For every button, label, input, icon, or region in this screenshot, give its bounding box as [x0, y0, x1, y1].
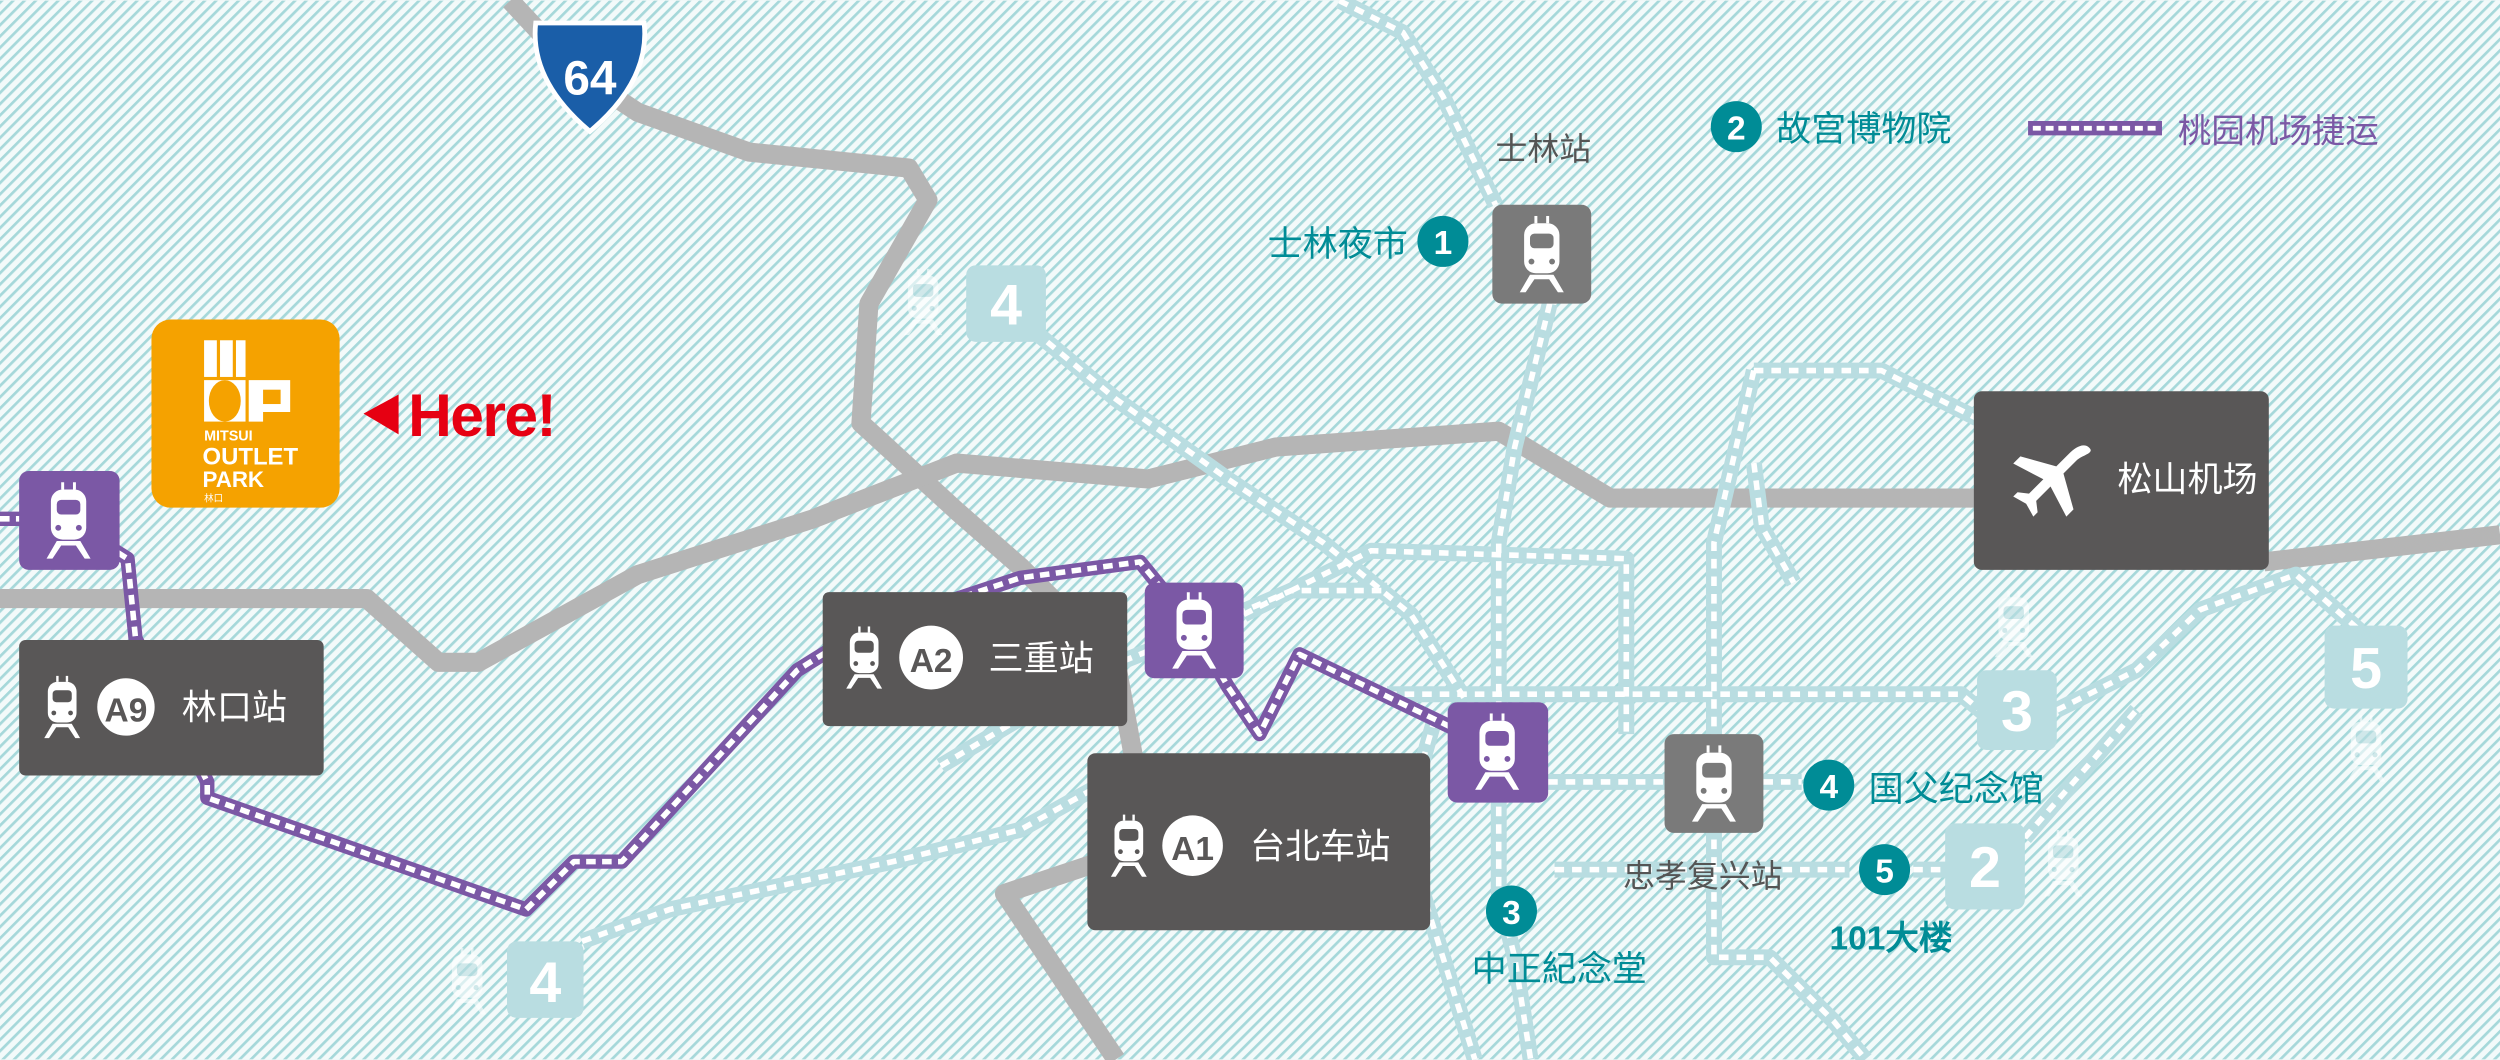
- line-number: 4: [990, 273, 1022, 337]
- airport-mrt-station-sanchong-icon[interactable]: [1144, 582, 1244, 679]
- attraction-shilin-night-market[interactable]: 1 士林夜市: [1268, 215, 1469, 267]
- svg-text:中正紀念堂: 中正紀念堂: [1472, 949, 1647, 990]
- svg-text:OUTLET: OUTLET: [202, 444, 298, 471]
- zhongxiao-fuxing-station-icon[interactable]: [1664, 734, 1764, 833]
- svg-text:士林夜市: 士林夜市: [1268, 224, 1408, 265]
- station-code: A1: [1171, 831, 1214, 868]
- attraction-sun-yat-sen-memorial[interactable]: 4 国父纪念馆: [1803, 759, 2044, 811]
- svg-text:桃园机场捷运: 桃园机场捷运: [2178, 112, 2379, 151]
- attraction-palace-museum[interactable]: 2 故宫博物院: [1710, 101, 1952, 153]
- svg-text:MITSUI: MITSUI: [204, 429, 253, 445]
- svg-text:4: 4: [1819, 769, 1838, 806]
- shilin-station-label: 士林站: [1496, 130, 1592, 168]
- station-code: A2: [910, 643, 953, 680]
- station-name: 林口站: [182, 688, 287, 729]
- arrow-left-icon: [363, 394, 399, 435]
- attraction-cks-memorial-hall[interactable]: 3 中正紀念堂: [1472, 885, 1647, 991]
- highway-64-shield: 64: [532, 20, 648, 135]
- airport-mrt-station-taipei-icon[interactable]: [1447, 702, 1549, 803]
- svg-text:64: 64: [563, 53, 617, 106]
- svg-text:5: 5: [1875, 853, 1894, 890]
- legend-airport-mrt: 桃园机场捷运: [2028, 112, 2379, 151]
- svg-text:2: 2: [1727, 110, 1746, 147]
- station-sanchong[interactable]: A2 三重站: [822, 592, 1128, 727]
- line-number: 2: [1969, 836, 2001, 900]
- station-code: A9: [105, 692, 148, 729]
- svg-text:国父纪念馆: 国父纪念馆: [1869, 769, 2044, 810]
- station-linkou[interactable]: A9 林口站: [19, 640, 324, 776]
- here-marker: Here!: [363, 381, 557, 449]
- mitsui-outlet-park-logo: MITSUI OUTLET PARK 林口: [151, 319, 340, 508]
- road-south: [994, 852, 1125, 1060]
- station-name: 松山机场: [2117, 460, 2257, 501]
- airport-mrt-line: [0, 511, 1502, 917]
- line-number: 5: [2350, 637, 2382, 701]
- svg-text:Here!: Here!: [408, 381, 555, 449]
- svg-text:PARK: PARK: [202, 467, 264, 492]
- attraction-taipei-101[interactable]: 5 101大楼: [1830, 844, 1953, 957]
- airport-mrt-station-linkou-icon[interactable]: [19, 471, 120, 570]
- road-east: [2262, 525, 2500, 572]
- svg-text:故宫博物院: 故宫博物院: [1776, 109, 1951, 150]
- station-name: 三重站: [989, 638, 1094, 679]
- svg-text:1: 1: [1434, 225, 1453, 262]
- line-number: 3: [2001, 680, 2033, 744]
- shilin-station-icon[interactable]: [1492, 204, 1592, 304]
- zhongxiao-fuxing-label: 忠孝复兴站: [1623, 857, 1782, 895]
- svg-text:林口: 林口: [204, 492, 223, 504]
- svg-text:3: 3: [1502, 895, 1521, 932]
- station-songshan-airport[interactable]: 松山机场: [1973, 391, 2269, 570]
- faded-line-markers: 4 4 3 5 2: [448, 265, 2408, 1018]
- line-number: 4: [529, 951, 561, 1015]
- station-taipei-main[interactable]: A1 台北车站: [1087, 753, 1431, 931]
- station-name: 台北车站: [1250, 826, 1390, 867]
- svg-text:101大楼: 101大楼: [1830, 920, 1953, 957]
